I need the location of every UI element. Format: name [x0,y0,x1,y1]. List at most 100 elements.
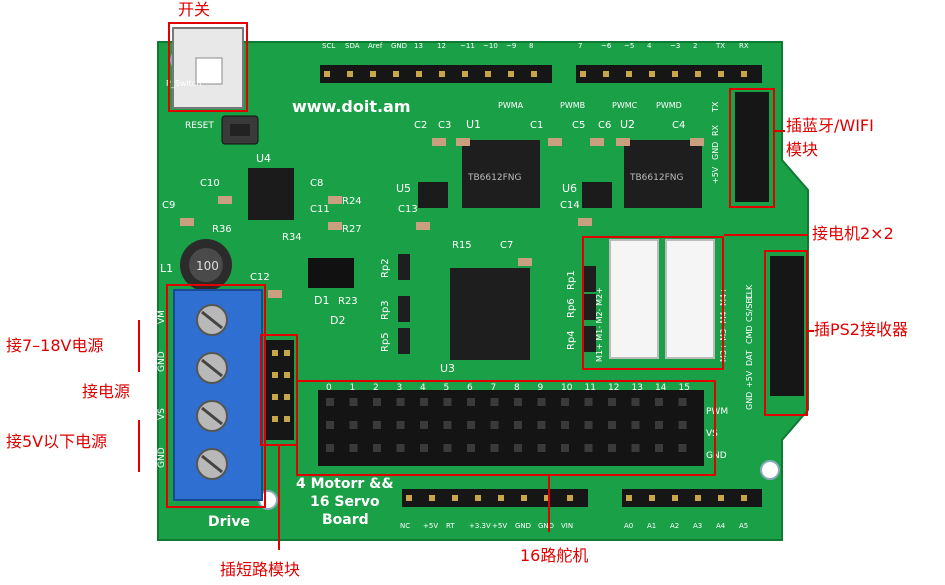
servo-row-label: PWM [706,407,728,417]
bottom-power-header-body [402,489,588,507]
diode-d2-label: D2 [330,314,345,327]
servo-pin [490,444,499,452]
servo-number: 7 [491,383,497,393]
bottom-analog-header-pin [649,495,655,501]
top-left-header-label: ~9 [506,42,516,50]
bt-pin-label: RX [711,124,720,136]
bottom-analog-header-pin [695,495,701,501]
servo-pin [678,421,687,429]
resistor-pack-label: Rp4 [566,330,577,350]
motor-connector-1[interactable] [609,239,659,359]
capacitor-label: C3 [438,120,451,131]
top-left-header-pin [324,71,330,77]
capacitor [690,138,704,146]
capacitor [590,138,604,146]
terminal-label: VS [157,408,167,420]
servo-pin [467,421,475,429]
resistor-label: R15 [452,240,472,251]
mount-hole [760,460,780,480]
capacitor-label: C9 [162,200,175,211]
servo-pin [349,421,358,429]
servo-pin [420,444,428,452]
servo-pin [349,398,358,406]
motor-annotation: 接电机2×2 [812,224,894,243]
website-silk: www.doit.am [292,97,411,116]
resistor-pack-label: Rp2 [380,258,391,278]
pwm-label: PWMD [656,101,682,110]
bt-wifi-callout [729,88,775,208]
capacitor [416,222,430,230]
capacitor [548,138,562,146]
resistor-label: R23 [338,296,358,307]
chip-u5 [418,182,448,208]
top-left-header-label: ~11 [460,42,475,50]
jumper-header[interactable] [266,340,294,440]
leader-5v [138,420,140,472]
diode-d1 [308,258,354,288]
title-silk-3: Board [322,512,369,528]
servo-pin [631,421,640,429]
bottom-power-label: GND [538,522,554,530]
chip-u1-text: TB6612FNG [467,173,521,183]
chip-u6 [582,182,612,208]
switch-silk: P_Switch [166,79,201,88]
top-left-header-pin [508,71,514,77]
servo-number: 15 [679,383,690,393]
servo-row-label: GND [706,451,727,461]
servo-pin [373,398,381,406]
capacitor-label: C12 [250,272,270,283]
servo-pin [608,444,616,452]
resistor-pack-label: Rp1 [566,270,577,290]
servo-pin [678,444,687,452]
bt-wifi-annotation-1: 插蓝牙/WIFI [786,116,874,135]
pwm-label: PWMC [612,101,638,110]
v7-18-annotation: 接7–18V电源 [6,336,104,355]
resistor-label: R36 [212,224,232,235]
top-right-header-pin [603,71,609,77]
servo-pin [443,398,452,406]
bottom-power-label: VIN [561,522,573,530]
bottom-power-label: GND [515,522,531,530]
jumper-pin [284,416,290,422]
top-right-header-label: RX [739,42,749,50]
resistor-pack-label: Rp5 [380,332,391,352]
servo16-annotation: 16路舵机 [520,546,589,565]
servo-pin [514,421,522,429]
capacitor [218,196,232,204]
servo-pin [678,398,687,406]
top-right-header-pin [718,71,724,77]
servo-pin [537,398,546,406]
bottom-power-label: +5V [492,522,507,530]
servo-number: 6 [467,383,473,393]
top-left-header-label: 13 [414,42,423,50]
jumper-pin [284,372,290,378]
bottom-power-label: +3.3V [469,522,491,530]
ps2-header[interactable] [770,256,804,396]
jumper-pin [272,394,278,400]
capacitor-label: C5 [572,120,585,131]
top-right-header-label: TX [715,42,725,50]
bt-wifi-header[interactable] [735,92,769,202]
motor-connector-2[interactable] [665,239,715,359]
ps2-pin-label: CS/SEL [745,294,754,322]
top-right-header-body [576,65,762,83]
bt-pin-label: GND [711,142,720,160]
top-right-header-pin [580,71,586,77]
ps2-pin-label: DAT [745,350,754,366]
servo-pin [467,398,475,406]
ps2-pin-label: CLK [745,284,754,300]
top-left-header-label: GND [391,42,407,50]
resistor-pack-label: Rp6 [566,298,577,318]
capacitor-label: C11 [310,204,330,215]
resistor-label: R27 [342,224,362,235]
top-right-header-pin [695,71,701,77]
resistor-pack [398,328,410,354]
servo-pin [584,398,593,406]
servo-header-block[interactable] [318,390,704,466]
top-right-header-label: 4 [647,42,652,50]
resistor-label: R24 [342,196,362,207]
